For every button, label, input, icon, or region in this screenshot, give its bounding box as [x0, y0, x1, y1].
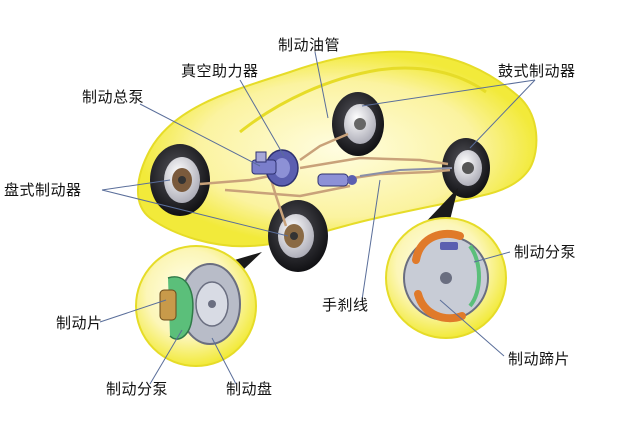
label-brake-shoe: 制动蹄片	[508, 350, 571, 368]
disc-brake-callout	[135, 245, 262, 367]
wheel-rear-right	[442, 138, 490, 198]
label-wheel-cylinder-right: 制动分泵	[514, 243, 577, 261]
label-disc-brake: 盘式制动器	[4, 181, 82, 199]
leader-lines	[99, 51, 536, 385]
brake-lines	[199, 132, 451, 227]
car-body	[136, 50, 538, 248]
label-wheel-cylinder-left: 制动分泵	[106, 380, 169, 398]
label-drum-brake: 鼓式制动器	[498, 62, 576, 80]
label-vacuum-booster: 真空助力器	[181, 62, 259, 80]
vacuum-booster	[265, 149, 299, 187]
label-handbrake-cable: 手刹线	[322, 296, 369, 314]
wheel-front-right	[268, 200, 328, 272]
drum-brake-callout	[385, 188, 507, 339]
label-master-cylinder: 制动总泵	[82, 88, 145, 106]
wheel-rear-left	[332, 92, 384, 156]
label-brake-line: 制动油管	[278, 36, 341, 54]
master-cylinder	[251, 151, 277, 175]
wheel-front-left	[150, 144, 210, 216]
label-brake-pad: 制动片	[56, 314, 103, 332]
label-brake-disc: 制动盘	[226, 380, 273, 398]
handbrake-cable	[359, 167, 453, 177]
proportioning-valve	[317, 173, 357, 187]
